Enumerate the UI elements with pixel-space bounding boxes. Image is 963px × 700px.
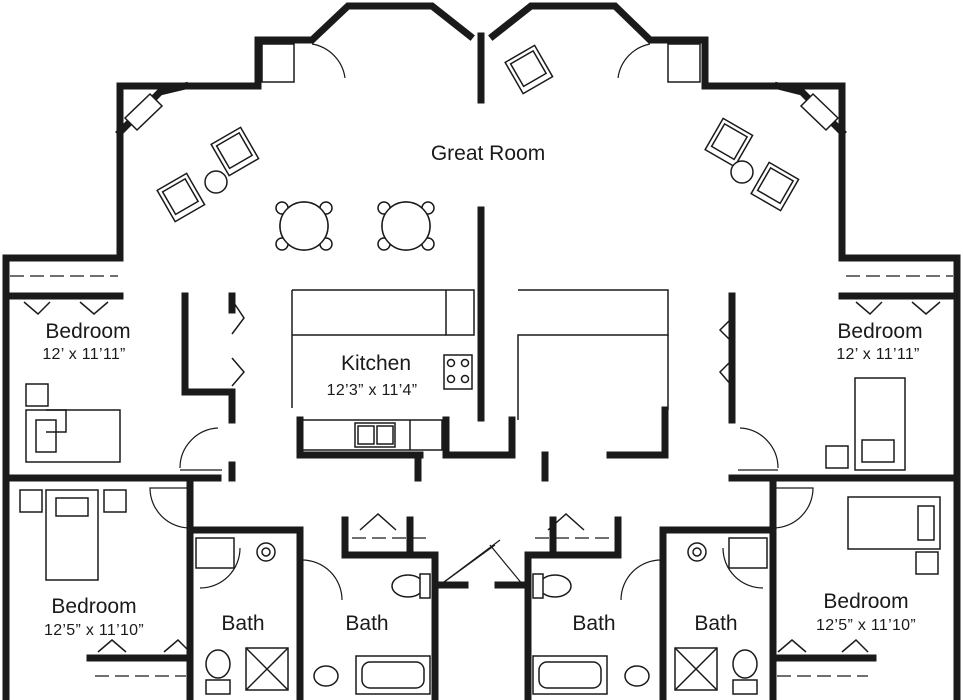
bath-3-label: Bath <box>572 612 616 635</box>
bath-1-label: Bath <box>221 612 265 635</box>
kitchen-dimensions: 12’3” x 11’4” <box>326 382 418 399</box>
bedroom-lower-left-dimensions: 12’5” x 11’10” <box>44 622 144 639</box>
bedroom-upper-left-dimensions: 12’ x 11’11” <box>42 346 126 363</box>
corner-cabinets <box>123 43 840 132</box>
bedroom-lower-left-label: Bedroom <box>51 595 137 618</box>
kitchen-fixtures <box>291 289 669 451</box>
great-room-label: Great Room <box>430 142 546 165</box>
bath-4-label: Bath <box>694 612 738 635</box>
bedroom-upper-left-label: Bedroom <box>45 320 131 343</box>
bedroom-furniture <box>19 377 941 581</box>
kitchen-label: Kitchen <box>340 352 412 375</box>
bedroom-upper-right-dimensions: 12’ x 11’11” <box>836 346 920 363</box>
bath-2-label: Bath <box>345 612 389 635</box>
closet-lines <box>10 275 953 677</box>
bedroom-upper-right-label: Bedroom <box>837 320 923 343</box>
bedroom-lower-right-dimensions: 12’5” x 11’10” <box>816 617 916 634</box>
bedroom-lower-right-label: Bedroom <box>823 590 909 613</box>
great-room-furniture <box>156 44 800 251</box>
windows <box>3 3 961 620</box>
door-swings <box>149 43 814 601</box>
closet-doors <box>23 299 941 653</box>
bath-fixtures <box>195 537 768 695</box>
